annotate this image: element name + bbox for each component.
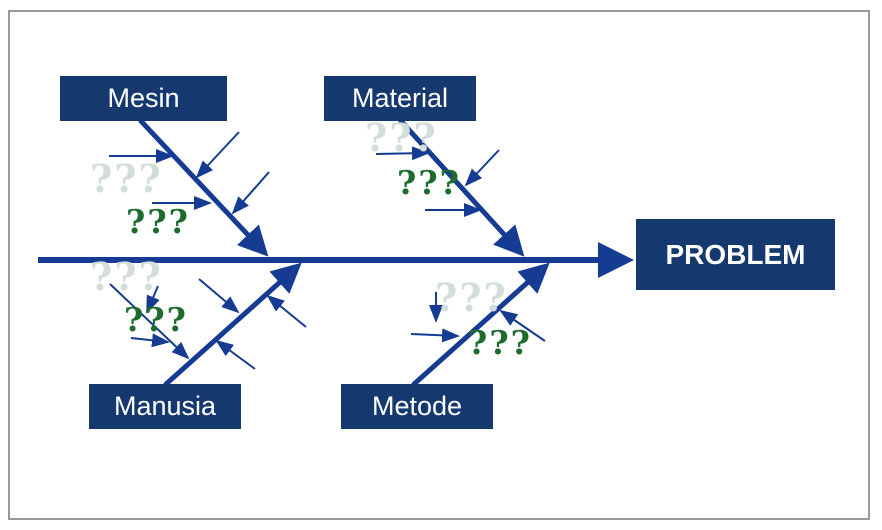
cause-material-bold: ??? (397, 163, 462, 202)
category-box-metode: Metode (341, 384, 493, 429)
bone-manusia (163, 262, 302, 387)
bone-mesin (138, 118, 269, 257)
bone-material (398, 118, 525, 257)
sub-arrows-manusia (109, 278, 307, 370)
cause-manusia-bold: ??? (124, 300, 189, 339)
sub-arrows-mesin (109, 131, 270, 215)
category-box-material: Material (324, 76, 476, 121)
bone-metode (411, 262, 550, 387)
sub-arrows-metode (410, 292, 546, 343)
cause-material-faint: ??? (365, 115, 438, 160)
cause-manusia-faint: ??? (90, 254, 163, 299)
category-box-manusia: Manusia (89, 384, 241, 429)
effect-box-problem: PROBLEM (636, 219, 835, 290)
cause-mesin-faint: ??? (90, 156, 163, 201)
cause-metode-bold: ??? (468, 323, 533, 362)
sub-arrows-material (375, 146, 500, 217)
cause-metode-faint: ??? (435, 275, 508, 320)
cause-mesin-bold: ??? (126, 202, 191, 241)
category-box-mesin: Mesin (60, 76, 227, 121)
